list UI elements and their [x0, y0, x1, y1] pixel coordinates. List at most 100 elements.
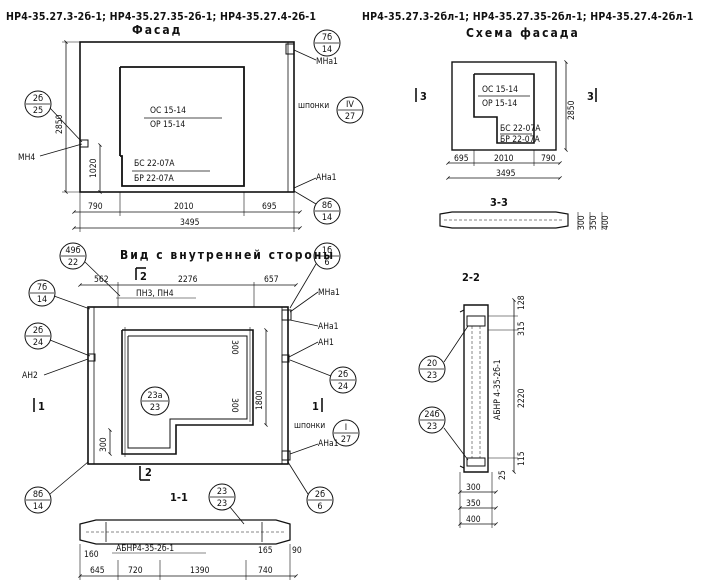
facade-mn4-item [79, 139, 89, 148]
svg-text:23: 23 [217, 487, 227, 497]
facade-height-dim: 2850 [55, 114, 65, 134]
facade-scheme-view: ОС 15-14 ОР 15-14 БС 22-07А БР 22-07А 3 … [415, 60, 597, 180]
inner-panel-outline [87, 306, 289, 465]
facade-callout-2b-25: 2б 25 [24, 90, 83, 143]
section-1-1-dim-d: 740 [258, 566, 273, 576]
inner-cut-bottom: 2 [145, 466, 152, 479]
svg-text:25: 25 [33, 106, 43, 116]
inner-dim-mid: 2276 [178, 275, 198, 285]
inner-an2-label: АН2 [22, 371, 38, 381]
section-2-2-dim-115: 115 [517, 451, 527, 466]
inner-view-title: Вид с внутренней стороны [120, 248, 335, 262]
svg-text:23: 23 [427, 422, 437, 432]
svg-text:2б: 2б [315, 489, 325, 500]
scheme-dim-mid: 2010 [494, 154, 514, 164]
inner-callout-1b-6: 1б 6 [289, 242, 341, 309]
inner-dim-300b: 300 [229, 398, 239, 413]
scheme-window-bottom-label: ОР 15-14 [482, 99, 517, 109]
svg-text:7б: 7б [322, 32, 332, 43]
facade-window-bottom-label: ОР 15-14 [150, 120, 185, 130]
inner-cut-left: 1 [38, 400, 45, 413]
section-3-3-dim-b: 350 [589, 215, 599, 230]
inner-callout-49b-22: 49б 22 [59, 242, 121, 297]
section-2-2-dim-315: 315 [517, 321, 527, 336]
section-1-1-profile [79, 519, 291, 545]
facade-opening [120, 66, 245, 187]
facade-door-top-label: БС 22-07А [134, 159, 175, 169]
svg-text:I: I [345, 423, 347, 433]
inner-callout-7b-14: 7б 14 [28, 279, 91, 310]
facade-panel-outline [79, 41, 295, 193]
scheme-height-dim: 2850 [567, 100, 577, 120]
inner-ana1-item [281, 450, 291, 461]
section-1-1-dim-g: 90 [292, 546, 302, 556]
inner-opening-outer [121, 329, 254, 455]
inner-callout-I-27: I 27 [332, 419, 360, 447]
inner-dim-right: 657 [264, 275, 279, 285]
scheme-dim-left: 695 [454, 154, 469, 164]
scheme-dim-total: 3495 [496, 169, 516, 179]
section-2-2-width-400: 400 [466, 515, 481, 525]
section-2-2-callout-24b-23: 24б 23 [418, 406, 469, 461]
section-3-3-dim-a: 300 [577, 215, 587, 230]
section-1-1-dim-f: 165 [258, 546, 273, 556]
section-2-2-dim-2220: 2220 [517, 388, 527, 408]
section-2-2: 2-2 АБНР 4-35-2б-1 128 315 2220 115 25 3… [418, 271, 527, 528]
facade-door-bottom-label: БР 22-07А [134, 174, 175, 184]
inner-dim-1800: 1800 [255, 390, 265, 410]
inner-ana1-label-a: АНа1 [318, 322, 339, 332]
section-1-1-callout-23-23: 23 23 [208, 483, 245, 525]
inner-callout-2b-24: 2б 24 [24, 322, 91, 357]
scheme-door-bottom-label: БР 22-07А [500, 135, 541, 145]
inner-pn-label: ПН3, ПН4 [136, 289, 174, 299]
section-2-2-dim-25: 25 [498, 470, 508, 480]
svg-text:1б: 1б [322, 245, 332, 256]
facade-mna1-label: МНа1 [316, 57, 338, 67]
inner-callout-23a-23: 23а 23 [140, 386, 170, 416]
section-3-3-profile [439, 211, 569, 229]
scheme-cut-left: 3 [420, 90, 427, 103]
svg-text:14: 14 [37, 295, 47, 305]
svg-text:27: 27 [341, 435, 351, 445]
facade-callout-8b-14: 8б 14 [293, 190, 341, 225]
svg-text:2б: 2б [33, 93, 43, 104]
section-1-1-dim-a: 645 [90, 566, 105, 576]
facade-dim-total: 3495 [180, 218, 200, 228]
facade-ana1-label: АНа1 [316, 173, 337, 183]
svg-text:2б: 2б [33, 325, 43, 336]
section-1-1-dim-b: 720 [128, 566, 143, 576]
svg-text:27: 27 [345, 112, 355, 122]
facade-callout-IV-27: IV 27 [336, 96, 364, 124]
svg-text:49б: 49б [65, 245, 80, 256]
inner-an1-label: АН1 [318, 338, 334, 348]
svg-text:23: 23 [150, 403, 160, 413]
facade-scheme-title: Схема фасада [466, 26, 580, 40]
inner-ana1-label-b: АНа1 [318, 439, 339, 449]
facade-dim-right: 695 [262, 202, 277, 212]
inner-opening-inner [127, 335, 248, 449]
inner-dim-left: 562 [94, 275, 109, 285]
svg-text:23а: 23а [147, 391, 162, 401]
scheme-window-top-label: ОС 15-14 [482, 85, 518, 95]
svg-text:7б: 7б [37, 282, 47, 293]
facade-door-height-dim: 1020 [89, 158, 99, 178]
inner-dim-300c: 300 [99, 437, 109, 452]
section-2-2-callout-20-23: 20 23 [418, 325, 469, 383]
svg-text:IV: IV [346, 100, 354, 110]
svg-text:6: 6 [324, 258, 329, 268]
svg-text:22: 22 [68, 258, 78, 268]
inner-cut-right: 1 [312, 400, 319, 413]
svg-text:23: 23 [427, 371, 437, 381]
section-2-2-label: АБНР 4-35-2б-1 [492, 359, 503, 420]
svg-text:14: 14 [322, 45, 332, 55]
inner-mna1-loop [281, 309, 292, 321]
section-3-3-title: 3-3 [490, 196, 508, 209]
svg-text:8б: 8б [33, 489, 43, 500]
svg-text:20: 20 [427, 359, 437, 369]
inner-mna1-label: МНа1 [318, 288, 340, 298]
section-1-1-dim-c: 1390 [190, 566, 210, 576]
left-header-title: НР4-35.27.3-2б-1; НР4-35.27.35-2б-1; НР4… [6, 11, 316, 23]
facade-window-top-label: ОС 15-14 [150, 106, 186, 116]
